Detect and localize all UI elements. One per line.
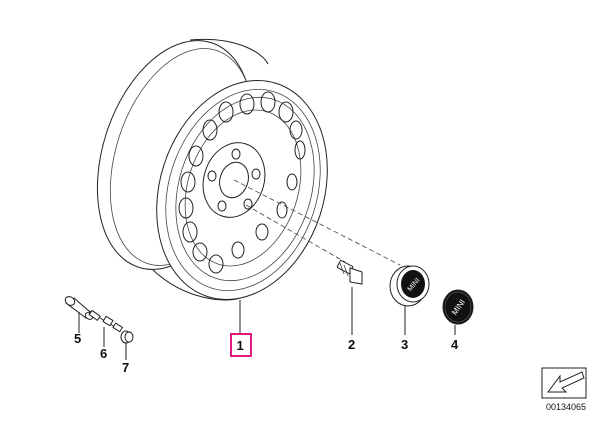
callout-leaders xyxy=(78,287,456,360)
rim-vent-holes xyxy=(178,91,306,274)
callout-2[interactable]: 2 xyxy=(348,337,355,352)
emblem-badge[interactable]: MINI xyxy=(442,289,474,325)
valve-stem[interactable] xyxy=(64,295,101,322)
valve-cap[interactable] xyxy=(120,330,134,344)
callout-6[interactable]: 6 xyxy=(100,346,107,361)
wheel-bolt[interactable] xyxy=(336,260,363,285)
lug-holes xyxy=(207,148,261,212)
arrow-icon xyxy=(541,367,587,399)
callout-7[interactable]: 7 xyxy=(122,360,129,375)
callout-1[interactable]: 1 xyxy=(237,338,244,353)
hub-cap[interactable]: MINI xyxy=(389,265,430,307)
valve-core[interactable] xyxy=(99,315,124,333)
steel-wheel[interactable] xyxy=(70,21,355,322)
callout-3[interactable]: 3 xyxy=(401,337,408,352)
callout-5[interactable]: 5 xyxy=(74,331,81,346)
callout-1-highlight-box xyxy=(230,333,252,357)
callout-4[interactable]: 4 xyxy=(451,337,459,352)
document-number: 00134065 xyxy=(546,402,586,412)
